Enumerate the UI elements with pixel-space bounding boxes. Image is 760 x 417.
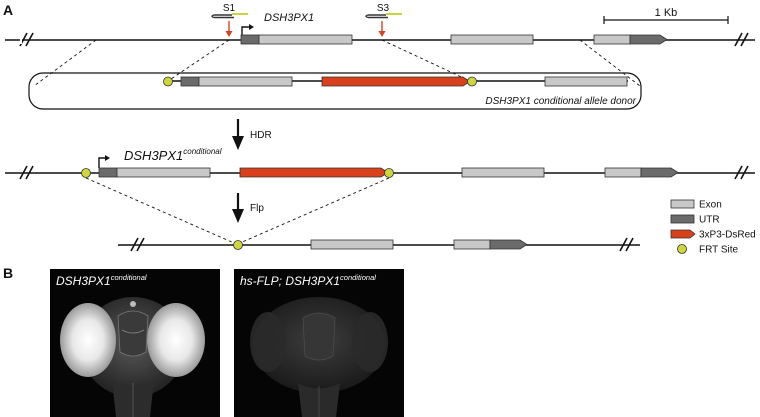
panel-a-label: A: [3, 2, 13, 18]
legend-swatch-exon: [670, 199, 695, 209]
sgrna-s3: S3: [365, 3, 402, 37]
legend-swatch-frt: [677, 244, 687, 254]
frt-site: [384, 168, 394, 178]
frt-site: [467, 76, 477, 87]
legend-label-exon: Exon: [699, 200, 722, 211]
dsred-cassette: [239, 167, 389, 178]
micrograph-right: hs-FLP; DSH3PX1conditional: [234, 269, 404, 417]
conditional-allele: DSH3PX1conditional: [5, 147, 755, 180]
hdr-label: HDR: [250, 130, 272, 141]
right-image-label: hs-FLP; DSH3PX1conditional: [240, 273, 376, 288]
flp-label: Flp: [250, 203, 264, 214]
legend-swatch-dsred: [670, 229, 696, 239]
genomic-locus: DSH3PX1: [5, 12, 755, 47]
legend-label-dsred: 3xP3-DsRed: [699, 230, 756, 241]
legend-swatch-utr: [670, 214, 695, 224]
eye-fluorescence-left: [60, 303, 116, 377]
donor-plasmid: DSH3PX1 conditional allele donor: [28, 72, 642, 110]
eye-fluorescence-right: [147, 303, 205, 377]
left-image-label: DSH3PX1conditional: [56, 273, 147, 288]
exon-1: [258, 34, 353, 45]
allele-name: DSH3PX1conditional: [124, 147, 222, 163]
sgrna-s1-label: S1: [223, 3, 236, 14]
dsred-cassette-donor: [321, 76, 471, 87]
flp-arrow: Flp: [232, 193, 264, 223]
exon-2: [450, 34, 534, 45]
frt-site: [233, 240, 243, 250]
exon-3: [593, 34, 631, 45]
legend-label-frt: FRT Site: [699, 245, 739, 256]
sgrna-s1: S1: [211, 3, 248, 37]
homology-lines-top: [33, 39, 641, 87]
tss-arrow: [241, 26, 250, 35]
frt-site: [81, 168, 91, 178]
micrograph-left: DSH3PX1conditional: [50, 269, 220, 417]
scale-bar: 1 Kb: [603, 7, 729, 24]
legend: Exon UTR 3xP3-DsRed FRT Site: [670, 199, 756, 256]
donor-label: DSH3PX1 conditional allele donor: [485, 96, 636, 107]
utr-3prime: [629, 34, 668, 45]
gene-name: DSH3PX1: [264, 12, 314, 24]
scale-label: 1 Kb: [655, 7, 678, 19]
tss-arrow: [98, 157, 106, 168]
utr-5prime: [240, 34, 260, 45]
panel-b-label: B: [3, 265, 13, 281]
legend-label-utr: UTR: [699, 215, 720, 226]
excision-lines: [85, 177, 390, 244]
hdr-arrow: HDR: [232, 119, 272, 150]
frt-site: [163, 76, 173, 87]
sgrna-s3-label: S3: [377, 3, 390, 14]
excised-allele: [118, 237, 640, 252]
